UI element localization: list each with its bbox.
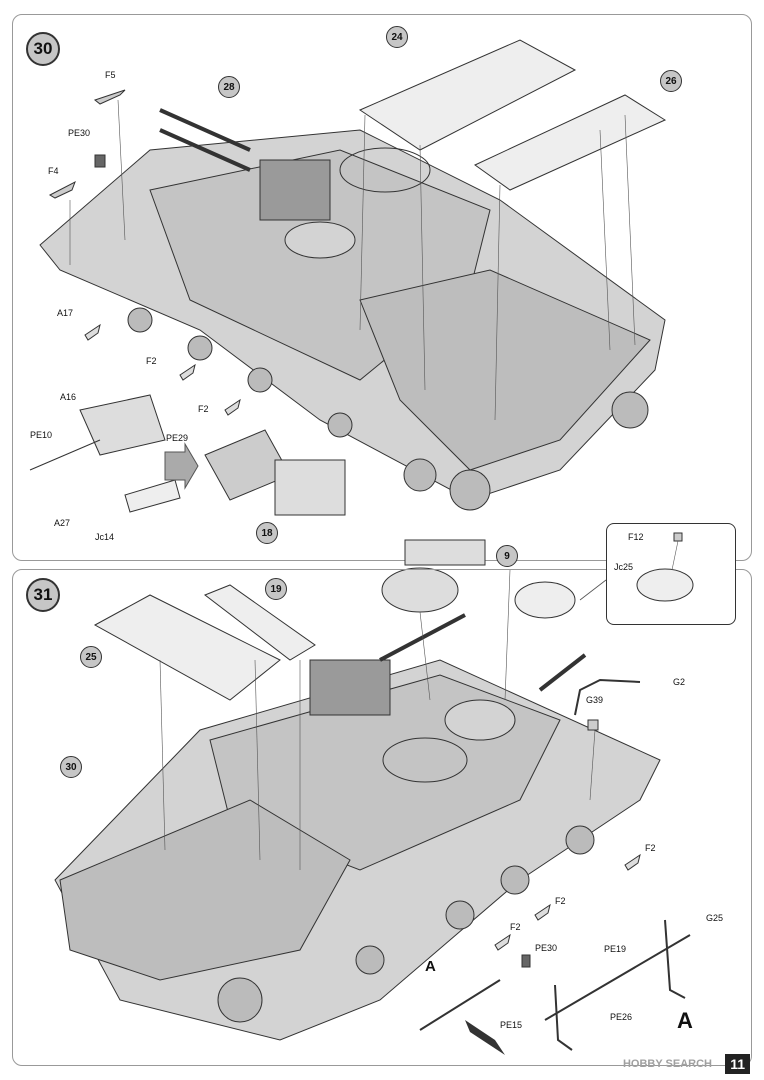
watermark: HOBBY SEARCH xyxy=(622,1058,712,1070)
callout-9: 9 xyxy=(496,545,518,567)
engine-deck-30 xyxy=(359,269,651,471)
label-F12: F12 xyxy=(628,532,644,542)
plate-26 xyxy=(474,94,667,191)
label-A16: A16 xyxy=(60,392,77,402)
label-PE26: PE26 xyxy=(610,1012,633,1022)
callout-26: 26 xyxy=(660,70,682,92)
box-19 xyxy=(203,584,316,661)
part-PE15 xyxy=(465,1020,505,1055)
part-A17 xyxy=(84,323,101,341)
subassembly-arrow xyxy=(164,442,199,490)
step-31-panel xyxy=(12,569,752,1066)
label-A17: A17 xyxy=(57,308,74,318)
label-PE10: PE10 xyxy=(30,430,53,440)
part-F4 xyxy=(48,180,76,199)
label-PE30-31: PE30 xyxy=(535,943,558,953)
callout-30: 30 xyxy=(60,756,82,778)
part-G2 xyxy=(574,678,641,716)
part-G25 xyxy=(544,934,691,1021)
label-Jc14: Jc14 xyxy=(95,532,115,542)
stowage-rack xyxy=(79,394,166,456)
label-F2-c: F2 xyxy=(645,843,656,853)
step-30-panel xyxy=(12,14,752,561)
callout-19: 19 xyxy=(265,578,287,600)
machine-gun-mount-30 xyxy=(259,159,331,221)
engine-deck-31 xyxy=(59,799,351,981)
label-PE29: PE29 xyxy=(166,433,189,443)
label-G25: G25 xyxy=(706,913,724,923)
label-PE19: PE19 xyxy=(604,944,627,954)
label-G39: G39 xyxy=(586,695,604,705)
commander-hatch-31 xyxy=(382,737,468,783)
callout-24: 24 xyxy=(386,26,408,48)
label-PE30: PE30 xyxy=(68,128,91,138)
callout-28: 28 xyxy=(218,76,240,98)
jerrycan-box xyxy=(274,459,346,516)
step-number-30: 30 xyxy=(26,32,60,66)
turret-ring-30 xyxy=(284,221,356,259)
label-F2-e: F2 xyxy=(510,922,521,932)
part-F5 xyxy=(93,89,126,105)
view-marker-a-small: A xyxy=(425,958,436,975)
part-PE30-31 xyxy=(521,954,531,968)
part-PE30 xyxy=(94,154,106,168)
label-PE15: PE15 xyxy=(500,1020,523,1030)
page-number: 11 xyxy=(725,1054,750,1074)
label-F2-d: F2 xyxy=(555,896,566,906)
label-Jc25: Jc25 xyxy=(614,562,634,572)
label-F4: F4 xyxy=(48,166,59,176)
label-G2: G2 xyxy=(673,677,686,687)
turret-ring-31 xyxy=(444,699,516,741)
label-F2-b: F2 xyxy=(198,404,209,414)
step-number-31: 31 xyxy=(26,578,60,612)
label-F5: F5 xyxy=(105,70,116,80)
label-F2-a: F2 xyxy=(146,356,157,366)
callout-25: 25 xyxy=(80,646,102,668)
label-A27: A27 xyxy=(54,518,71,528)
part-G39 xyxy=(587,719,599,731)
view-marker-a-large: A xyxy=(677,1008,693,1033)
plate-25 xyxy=(93,594,281,701)
commander-hatch-30 xyxy=(339,147,431,193)
plate-24 xyxy=(358,39,577,151)
callout-18: 18 xyxy=(256,522,278,544)
machine-gun-mount-31 xyxy=(309,659,391,716)
